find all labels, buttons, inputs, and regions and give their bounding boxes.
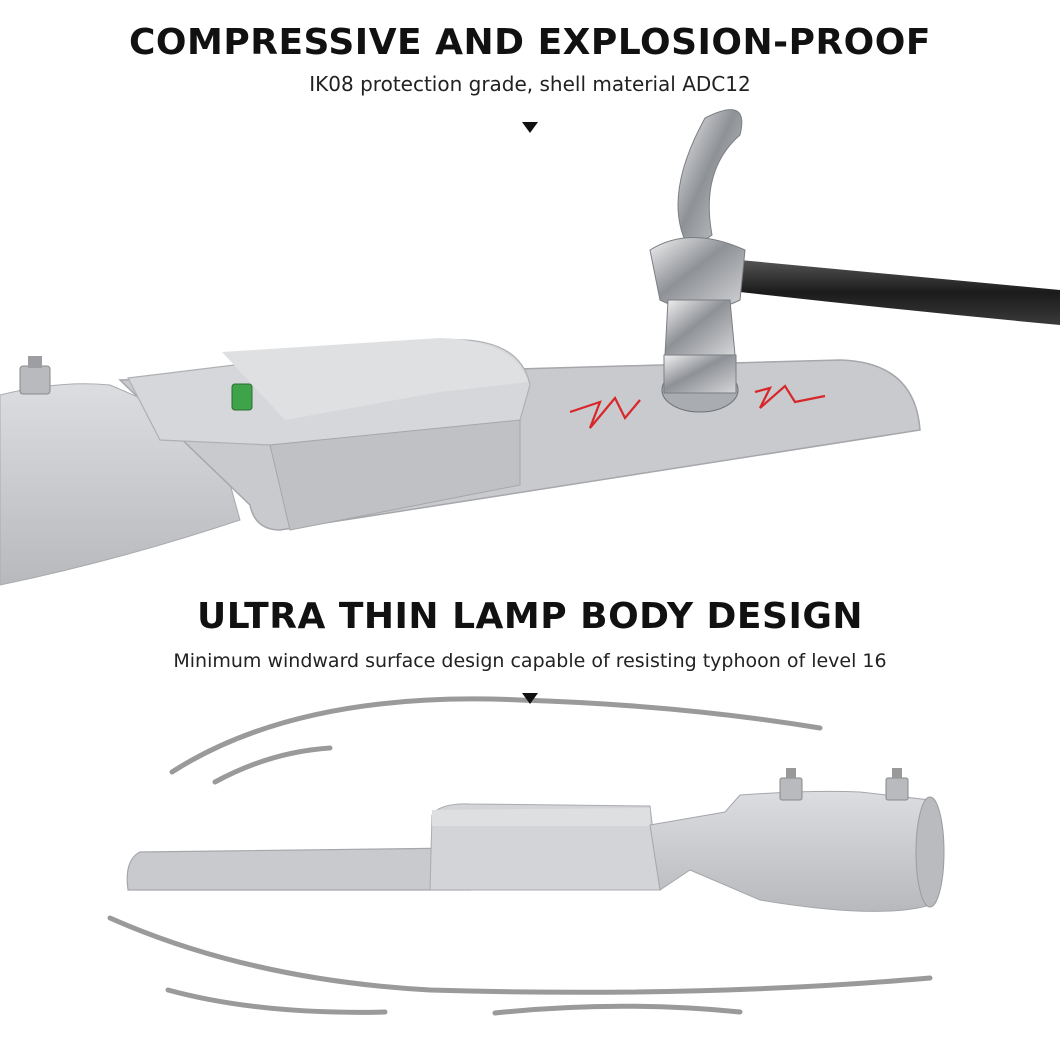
section1-title: COMPRESSIVE AND EXPLOSION-PROOF: [129, 22, 931, 63]
down-arrow-icon: [522, 122, 538, 133]
bolt-icon: [779, 777, 803, 801]
level-indicator: [231, 383, 253, 411]
section1-subtitle: IK08 protection grade, shell material AD…: [309, 72, 751, 96]
wind-lines-icon: [107, 696, 933, 1016]
bottom-lamp: [126, 768, 945, 912]
section2-subtitle: Minimum windward surface design capable …: [173, 650, 887, 672]
hammer-icon: [649, 109, 1060, 413]
section2-title: ULTRA THIN LAMP BODY DESIGN: [196, 596, 864, 637]
top-lamp: [0, 338, 921, 586]
impact-spark-icon: [569, 384, 826, 429]
bolt-icon: [19, 365, 51, 395]
down-arrow-icon: [522, 693, 538, 704]
bolt-icon: [885, 777, 909, 801]
